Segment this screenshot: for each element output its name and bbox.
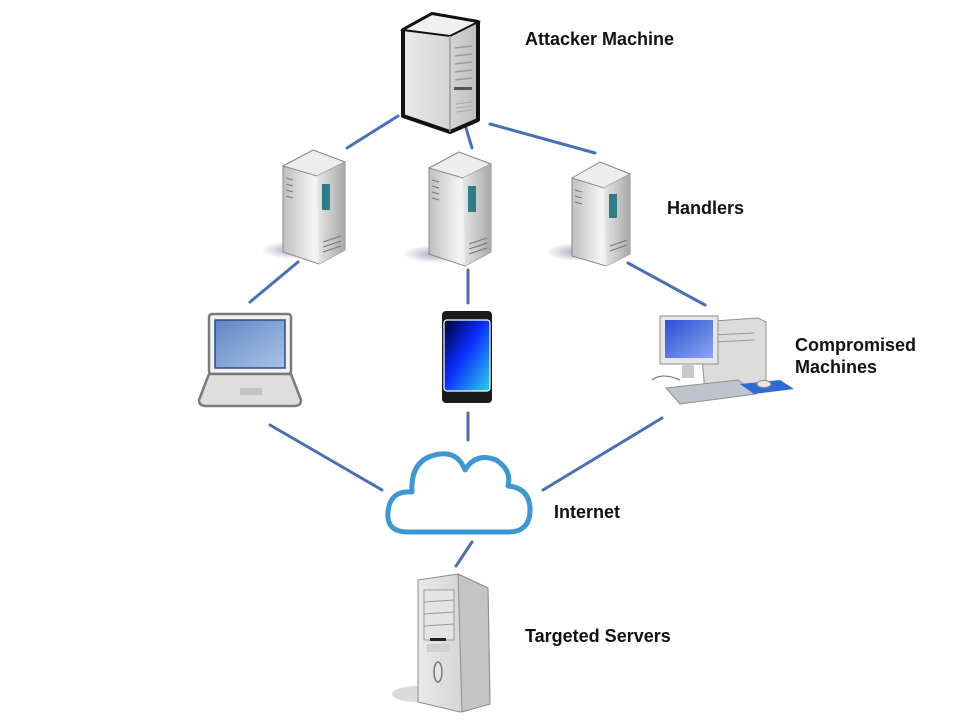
edge-handler-3-desktop	[626, 261, 707, 307]
edge-handler-1-laptop	[248, 260, 300, 304]
attacker-machine-icon	[399, 12, 482, 134]
handler-server-icon	[546, 161, 632, 267]
edge-internet-target	[454, 540, 474, 568]
label-compromised-line1: Compromised	[795, 335, 917, 355]
smartphone-icon	[442, 311, 492, 403]
label-targeted-servers: Targeted Servers	[525, 626, 671, 646]
internet-cloud-icon	[385, 451, 533, 535]
laptop-icon	[197, 312, 303, 408]
edge-laptop-internet	[268, 423, 384, 492]
edge-attacker-handler-3	[488, 122, 597, 155]
label-handlers: Handlers	[667, 198, 745, 218]
handler-server-icon	[261, 149, 347, 265]
label-attacker-machine: Attacker Machine	[525, 29, 675, 49]
desktop-computer-icon	[651, 315, 794, 405]
handler-server-icon	[403, 151, 493, 267]
label-compromised-line2: Machines	[795, 357, 878, 377]
edge-attacker-handler-1	[345, 114, 400, 150]
edge-desktop-internet	[541, 416, 664, 492]
edge-attacker-handler-2	[464, 126, 474, 150]
connection-lines	[248, 114, 707, 568]
label-internet: Internet	[554, 502, 621, 522]
targeted-server-icon	[392, 573, 491, 713]
